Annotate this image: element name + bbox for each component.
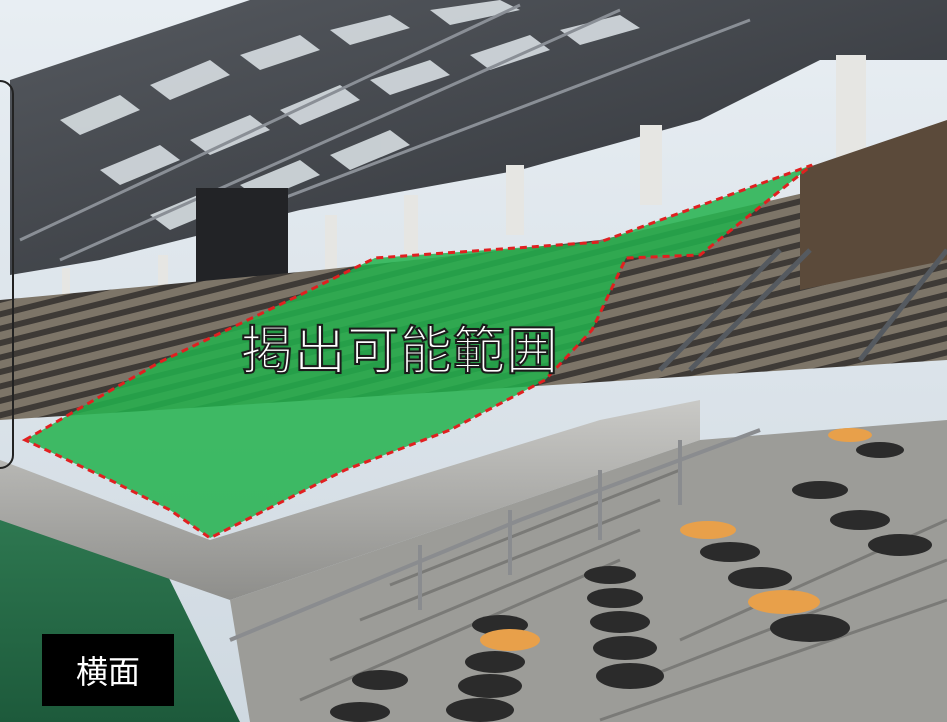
roof-trusses xyxy=(19,3,751,262)
signage-area-overlay xyxy=(21,163,813,540)
stair-steps xyxy=(299,468,947,722)
area-label: 掲出可能範囲 xyxy=(240,321,559,383)
foreground-seats xyxy=(330,428,932,722)
far-stand-right xyxy=(800,120,947,290)
railings xyxy=(229,428,761,642)
metal-staircase xyxy=(658,248,947,372)
side-frame xyxy=(0,80,14,469)
concrete-wall xyxy=(0,400,700,600)
roof-skylights xyxy=(60,0,640,230)
view-badge: 横面 xyxy=(42,634,174,706)
